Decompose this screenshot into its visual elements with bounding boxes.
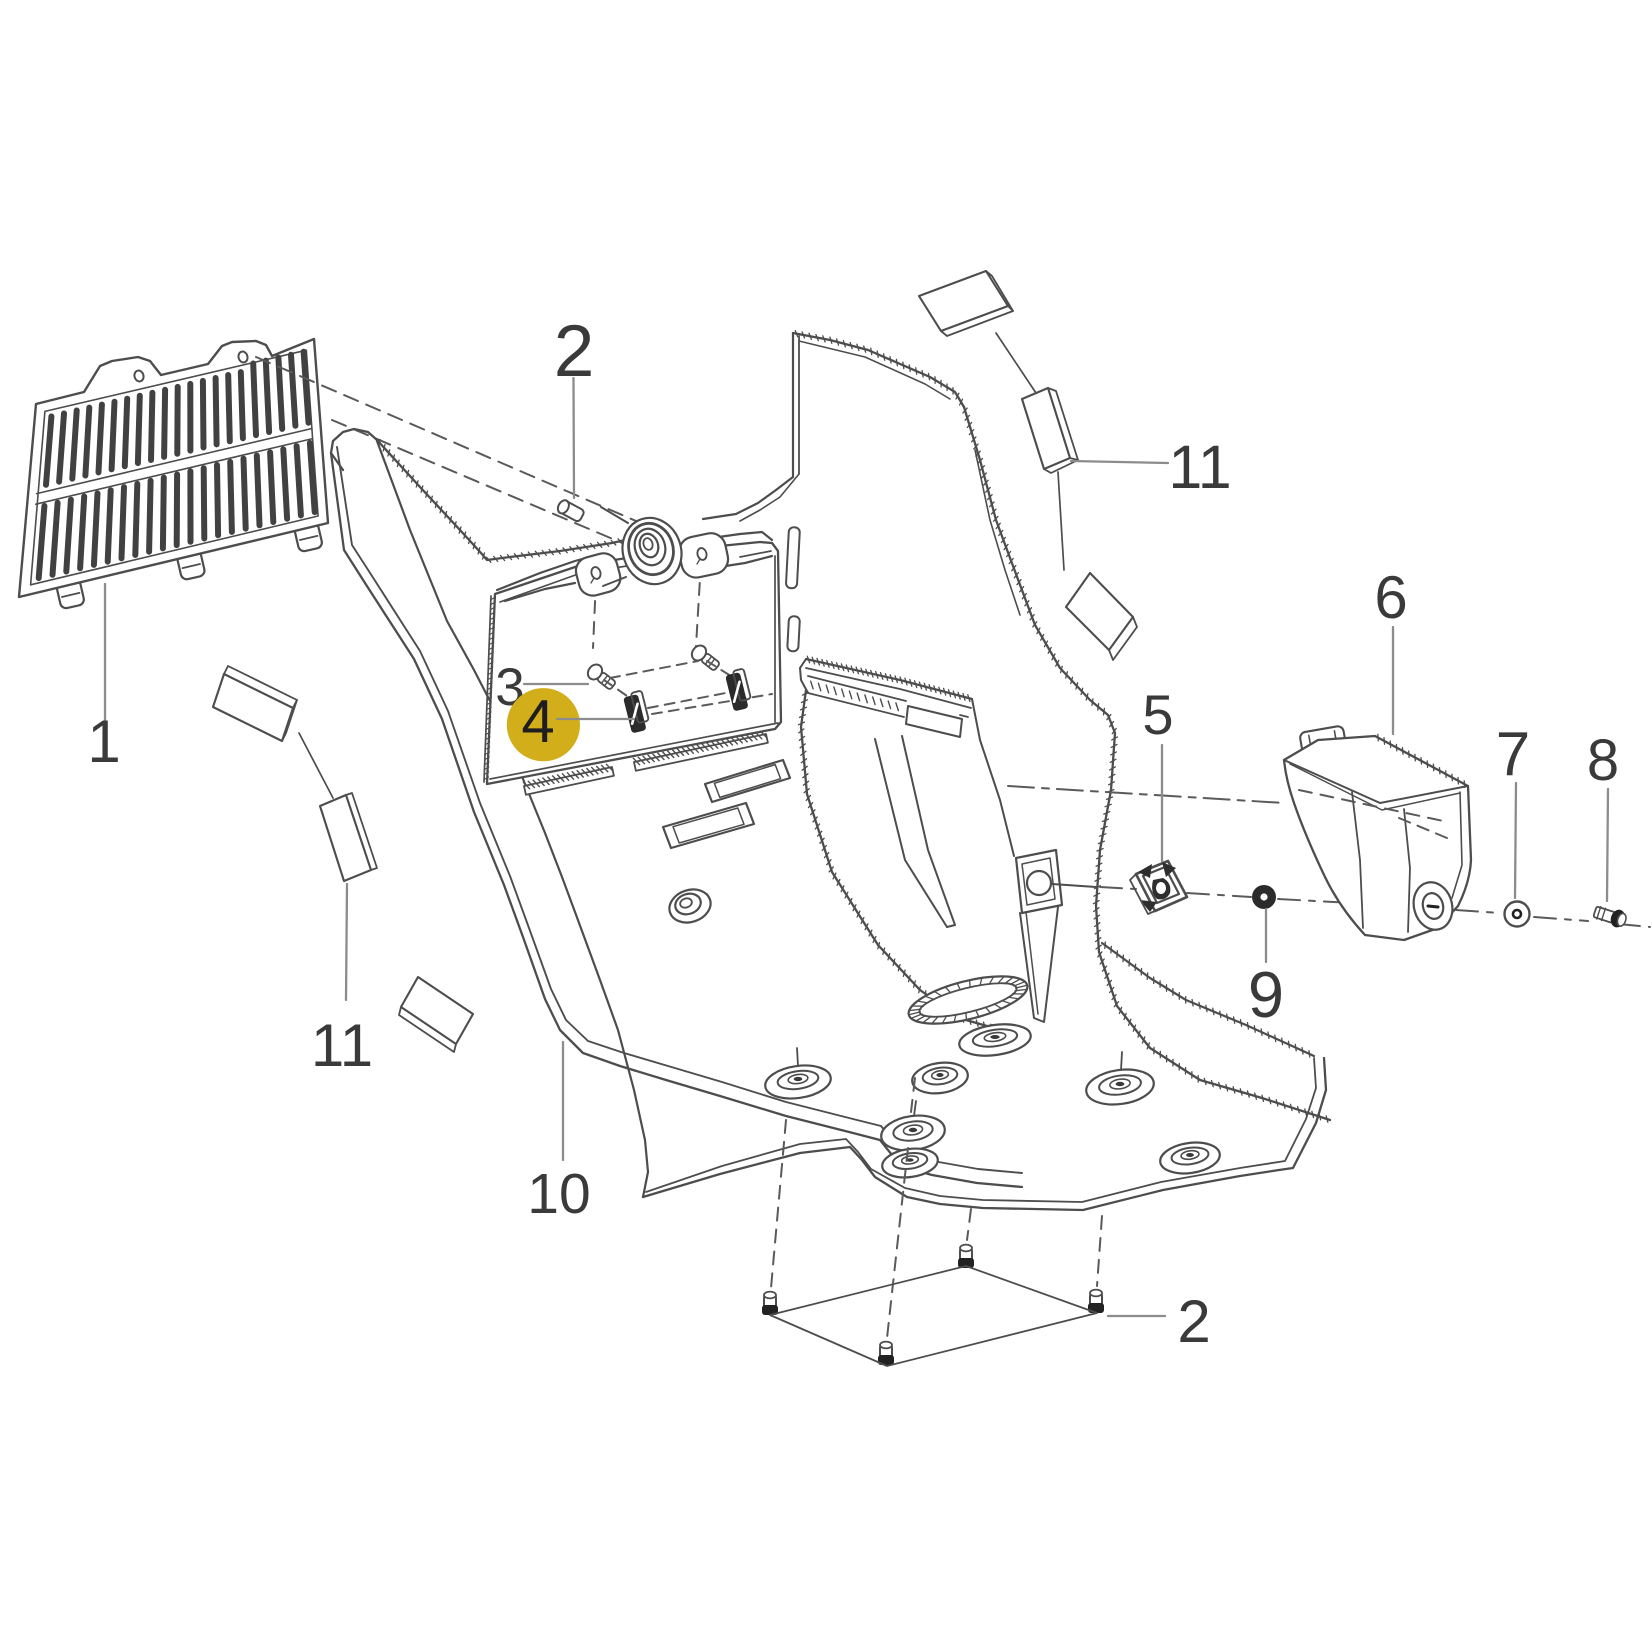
svg-text:10: 10 [527, 1162, 590, 1226]
svg-text:4: 4 [521, 688, 554, 755]
svg-text:11: 11 [1168, 433, 1231, 501]
svg-text:8: 8 [1587, 728, 1619, 793]
svg-text:2: 2 [554, 311, 595, 392]
svg-text:11: 11 [311, 1012, 373, 1079]
svg-text:1: 1 [87, 708, 120, 775]
svg-text:6: 6 [1374, 564, 1407, 631]
svg-text:7: 7 [1496, 720, 1530, 789]
svg-text:2: 2 [1177, 1288, 1210, 1355]
svg-text:5: 5 [1142, 683, 1173, 746]
svg-text:9: 9 [1248, 958, 1284, 1031]
